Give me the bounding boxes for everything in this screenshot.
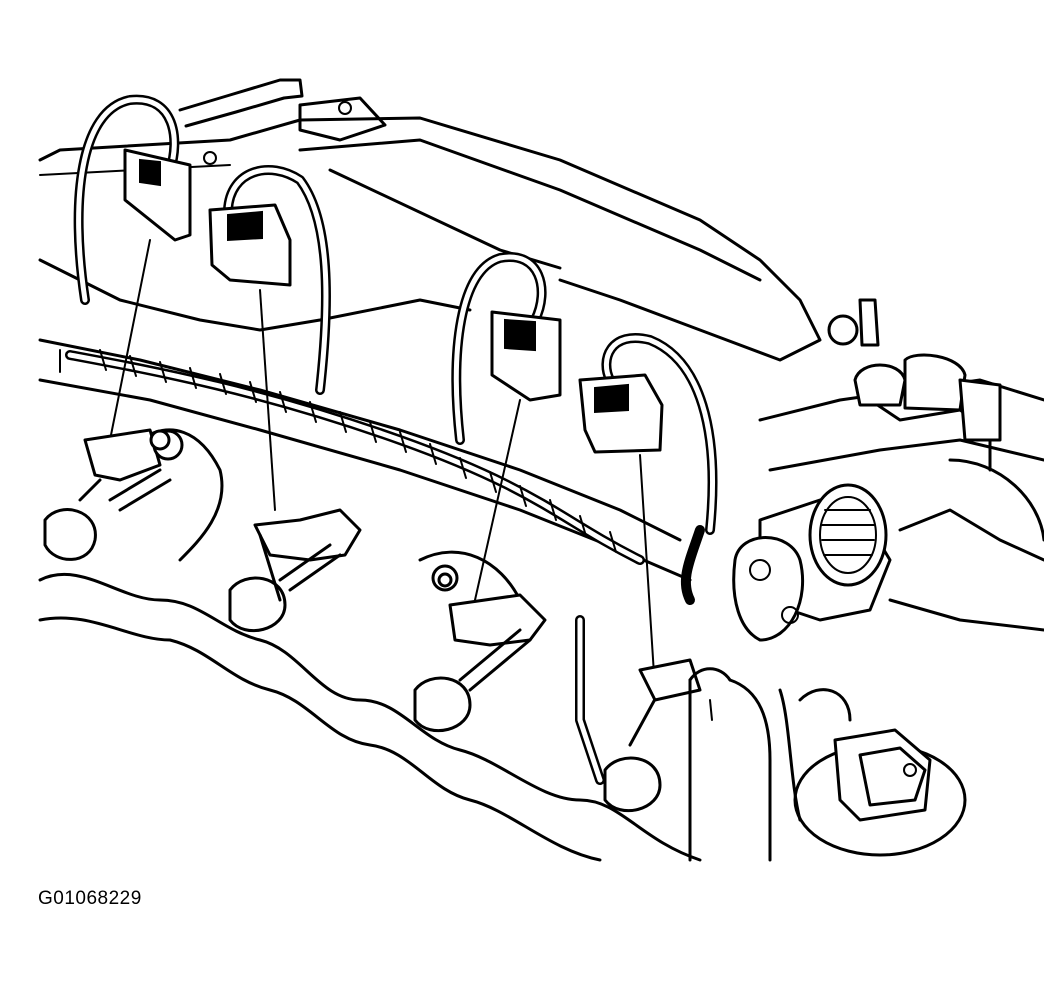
fuel-injector-3 xyxy=(413,564,547,733)
intake-plenum xyxy=(38,116,822,362)
vacuum-hose xyxy=(688,667,772,862)
fuel-injector-2 xyxy=(228,508,362,633)
throttle-body xyxy=(732,298,1044,642)
leader-lines xyxy=(109,239,656,691)
wire-harness-loom xyxy=(65,349,645,785)
idle-air-control-valve xyxy=(778,688,967,857)
injector-connector-4 xyxy=(578,333,718,605)
bolts xyxy=(149,314,859,588)
injector-connector-1 xyxy=(73,94,192,305)
injector-connector-2 xyxy=(208,165,331,395)
vacuum-tube xyxy=(178,78,387,165)
figure-id-label: G01068229 xyxy=(38,888,142,909)
fuel-injector-4 xyxy=(603,658,702,813)
injector-connector-3 xyxy=(451,251,562,445)
intake-runners xyxy=(38,428,702,862)
